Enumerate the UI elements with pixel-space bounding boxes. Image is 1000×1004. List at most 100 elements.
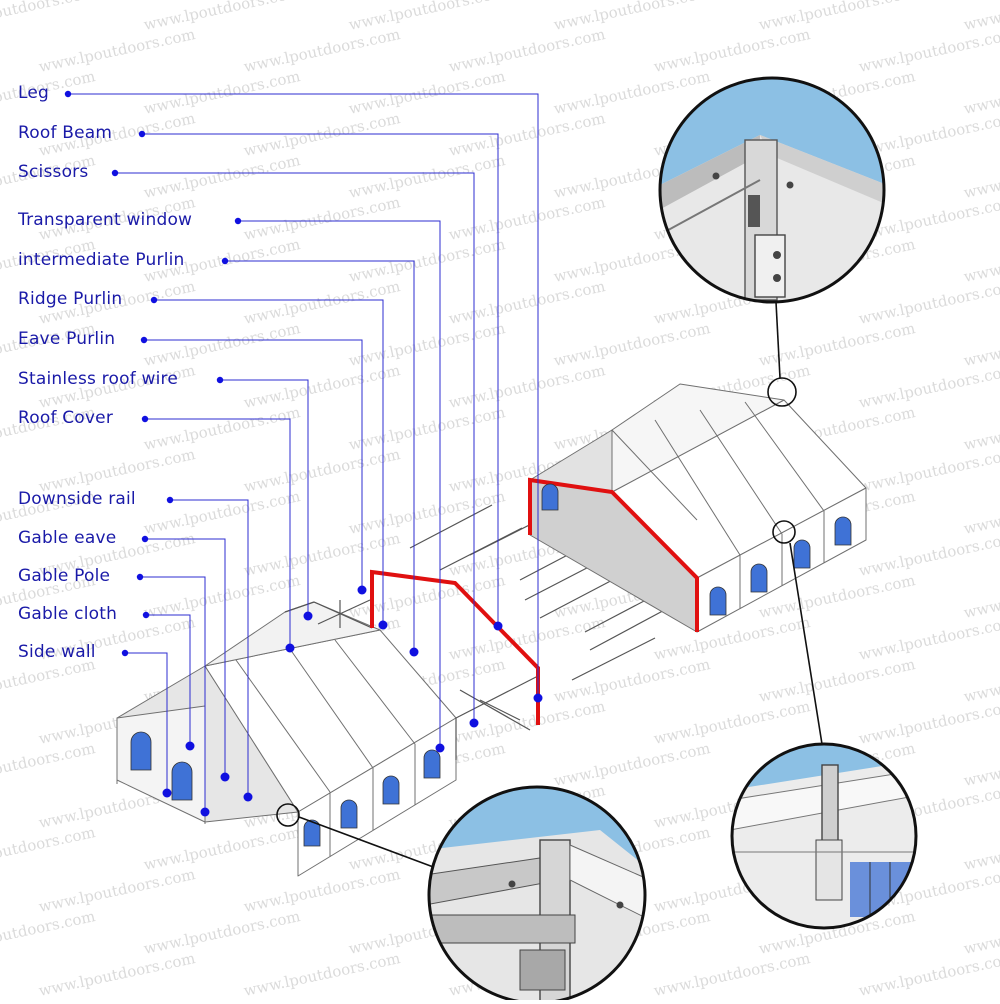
watermark-text: www.lpoutdoors.com — [552, 0, 712, 34]
watermark-text: www.lpoutdoors.com — [0, 907, 97, 958]
target-dot-transparent-window — [435, 743, 445, 753]
watermark-text: www.lpoutdoors.com — [142, 151, 302, 202]
target-dot-gable-cloth — [185, 741, 195, 751]
watermark-text: www.lpoutdoors.com — [0, 655, 97, 706]
watermark-text: www.lpoutdoors.com — [347, 403, 507, 454]
label-dot-side-wall — [121, 649, 129, 657]
watermark-text: www.lpoutdoors.com — [857, 25, 1000, 76]
label-eave-purlin: Eave Purlin — [18, 329, 116, 349]
watermark-text: www.lpoutdoors.com — [857, 697, 1000, 748]
label-dot-ridge-purlin — [150, 296, 158, 304]
label-dot-downside-rail — [166, 496, 174, 504]
watermark-text: www.lpoutdoors.com — [857, 949, 1000, 1000]
watermark-text: www.lpoutdoors.com — [142, 571, 302, 622]
target-dot-scissors — [469, 718, 479, 728]
label-downside-rail: Downside rail — [18, 489, 136, 509]
target-dot-ridge-purlin — [378, 620, 388, 630]
leader-line-roof-cover — [145, 418, 291, 648]
watermark-text: www.lpoutdoors.com — [142, 403, 302, 454]
label-dot-gable-cloth — [142, 611, 150, 619]
watermark-text: www.lpoutdoors.com — [142, 319, 302, 370]
label-dot-scissors — [111, 169, 119, 177]
watermark-text: www.lpoutdoors.com — [242, 361, 402, 412]
target-dot-gable-pole — [200, 807, 210, 817]
target-dot-eave-purlin — [357, 585, 367, 595]
leader-line-ridge-purlin — [154, 299, 384, 625]
watermark-text: www.lpoutdoors.com — [447, 277, 607, 328]
watermark-text: www.lpoutdoors.com — [962, 907, 1000, 958]
watermark-text: www.lpoutdoors.com — [652, 25, 812, 76]
label-dot-transparent-window — [234, 217, 242, 225]
watermark-text: www.lpoutdoors.com — [962, 403, 1000, 454]
label-stainless-roof-wire: Stainless roof wire — [18, 369, 178, 389]
label-dot-roof-beam — [138, 130, 146, 138]
watermark-text: www.lpoutdoors.com — [37, 865, 197, 916]
watermark-text: www.lpoutdoors.com — [857, 277, 1000, 328]
watermark-text: www.lpoutdoors.com — [652, 697, 812, 748]
watermark-text: www.lpoutdoors.com — [857, 361, 1000, 412]
leader-line-intermediate-purlin — [225, 260, 415, 652]
corner-joint-detail-icon — [427, 785, 647, 1004]
watermark-text: www.lpoutdoors.com — [552, 739, 712, 790]
watermark-text: www.lpoutdoors.com — [962, 739, 1000, 790]
leader-line-eave-purlin — [144, 339, 363, 590]
watermark-text: www.lpoutdoors.com — [37, 25, 197, 76]
leader-lines — [68, 93, 539, 812]
watermark-text: www.lpoutdoors.com — [552, 655, 712, 706]
watermark-text: www.lpoutdoors.com — [447, 25, 607, 76]
leader-line-stainless-roof-wire — [220, 379, 309, 616]
label-dot-intermediate-purlin — [221, 257, 229, 265]
watermark-text: www.lpoutdoors.com — [652, 949, 812, 1000]
watermark-text: www.lpoutdoors.com — [242, 109, 402, 160]
watermark-text: www.lpoutdoors.com — [242, 25, 402, 76]
label-dot-roof-cover — [141, 415, 149, 423]
watermark-text: www.lpoutdoors.com — [242, 949, 402, 1000]
watermark-text: www.lpoutdoors.com — [142, 823, 302, 874]
watermark-text: www.lpoutdoors.com — [347, 487, 507, 538]
watermark-text: www.lpoutdoors.com — [242, 865, 402, 916]
watermark-text: www.lpoutdoors.com — [652, 613, 812, 664]
label-transparent-window: Transparent window — [18, 210, 193, 230]
watermark-text: www.lpoutdoors.com — [37, 949, 197, 1000]
watermark-text: www.lpoutdoors.com — [142, 0, 302, 34]
label-dot-gable-eave — [141, 535, 149, 543]
target-dot-leg — [533, 693, 543, 703]
leader-line-transparent-window — [238, 220, 441, 748]
watermark-text: www.lpoutdoors.com — [757, 0, 917, 34]
watermark-text: www.lpoutdoors.com — [142, 907, 302, 958]
watermark-text: www.lpoutdoors.com — [552, 67, 712, 118]
right-windows — [541, 483, 852, 616]
watermark-text: www.lpoutdoors.com — [962, 487, 1000, 538]
label-dot-stainless-roof-wire — [216, 376, 224, 384]
label-dot-eave-purlin — [140, 336, 148, 344]
watermark-text: www.lpoutdoors.com — [0, 739, 97, 790]
label-side-wall: Side wall — [18, 642, 96, 662]
watermark-text: www.lpoutdoors.com — [0, 0, 97, 34]
red-frame-right — [528, 477, 699, 632]
watermark-text: www.lpoutdoors.com — [142, 67, 302, 118]
leader-line-scissors — [115, 172, 475, 723]
label-gable-eave: Gable eave — [18, 528, 117, 548]
watermark-text: www.lpoutdoors.com — [962, 151, 1000, 202]
watermark-text: www.lpoutdoors.com — [347, 67, 507, 118]
watermark-text: www.lpoutdoors.com — [962, 67, 1000, 118]
leader-line-side-wall — [125, 652, 168, 793]
label-dot-leg — [64, 90, 72, 98]
watermark-text: www.lpoutdoors.com — [242, 445, 402, 496]
target-dot-downside-rail — [243, 792, 253, 802]
watermark-text: www.lpoutdoors.com — [757, 319, 917, 370]
watermark-text: www.lpoutdoors.com — [962, 655, 1000, 706]
watermark-text: www.lpoutdoors.com — [447, 109, 607, 160]
label-roof-cover: Roof Cover — [18, 408, 114, 428]
leader-line-roof-beam — [142, 133, 499, 626]
watermark-text: www.lpoutdoors.com — [347, 319, 507, 370]
target-dot-intermediate-purlin — [409, 647, 419, 657]
watermark-text: www.lpoutdoors.com — [242, 193, 402, 244]
detail-connectors — [276, 301, 823, 869]
target-dot-roof-cover — [285, 643, 295, 653]
watermark-text: www.lpoutdoors.com — [857, 445, 1000, 496]
watermark-text: www.lpoutdoors.com — [962, 319, 1000, 370]
watermark-text: www.lpoutdoors.com — [552, 319, 712, 370]
leader-line-gable-cloth — [146, 614, 191, 746]
